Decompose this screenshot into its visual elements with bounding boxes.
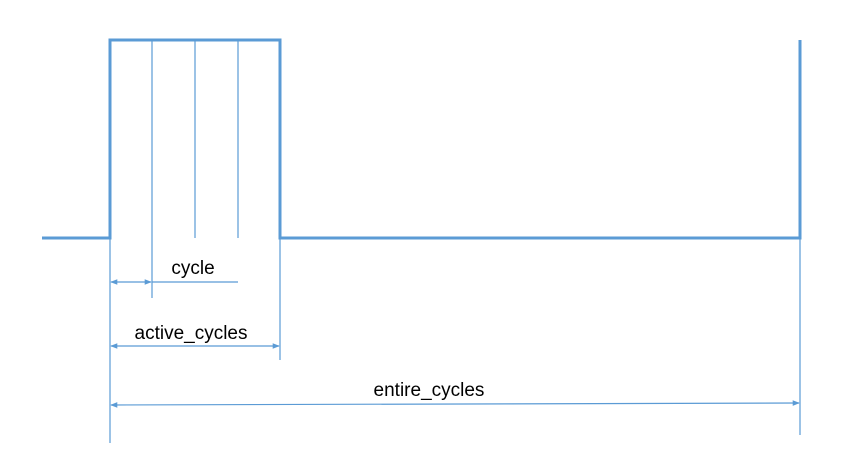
- entire-cycles-arrow: [110, 400, 800, 408]
- cycle-label: cycle: [171, 258, 214, 279]
- entire-cycles-label: entire_cycles: [374, 380, 485, 401]
- pulse-waveform: [42, 38, 802, 240]
- active-cycles-label: active_cycles: [135, 323, 248, 344]
